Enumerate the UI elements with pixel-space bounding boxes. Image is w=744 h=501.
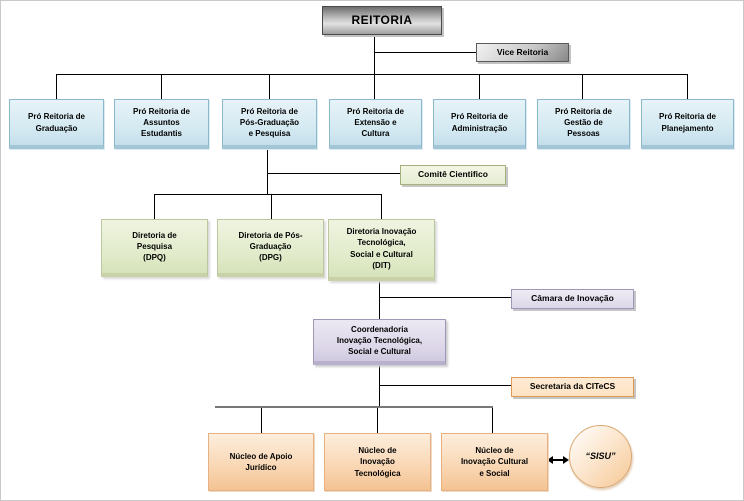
node-label: Coordenadoria Inovação Tecnológica, Soci… xyxy=(336,324,423,357)
node-label: Pró Reitoria de Administração xyxy=(451,112,508,133)
node-label: Comitê Cientifico xyxy=(418,169,488,180)
connector-pro-reitoria-bus xyxy=(56,74,688,75)
node-label: REITORIA xyxy=(351,13,413,28)
node-label: Pró Reitoria de Gestão de Pessoas xyxy=(555,106,612,139)
double-arrow-icon xyxy=(553,459,564,461)
org-node-pro-reitoria-gestao-pessoas: Pró Reitoria de Gestão de Pessoas xyxy=(537,99,630,149)
node-label: Vice Reitoria xyxy=(496,46,549,57)
connector-root-trunk xyxy=(374,34,375,74)
connector-drop xyxy=(374,74,375,99)
connector-drop xyxy=(271,194,272,219)
org-node-nucleo-inovacao-tecnologica: Núcleo de Inovação Tecnológica xyxy=(324,433,431,491)
org-node-pro-reitoria-graduacao: Pró Reitoria de Graduação xyxy=(9,99,104,149)
node-label: Núcleo de Inovação Cultural e Social xyxy=(460,446,529,478)
org-node-comite-cientifico: Comitê Cientifico xyxy=(400,165,506,185)
connector-drop xyxy=(377,408,378,433)
org-node-pro-reitoria-extensao-cultura: Pró Reitoria de Extensão e Cultura xyxy=(329,99,422,149)
org-node-pro-reitoria-pos-graduacao-pesquisa: Pró Reitoria de Pós-Graduação e Pesquisa xyxy=(222,99,317,149)
node-label: Pró Reitoria de Assuntos Estudantis xyxy=(133,106,190,139)
node-label: Diretoria de Pesquisa (DPQ) xyxy=(132,230,177,263)
org-node-diretoria-pesquisa-dpq: Diretoria de Pesquisa (DPQ) xyxy=(101,219,208,277)
connector-coordenadoria-trunk xyxy=(379,365,380,407)
org-node-pro-reitoria-assuntos-estudantis: Pró Reitoria de Assuntos Estudantis xyxy=(114,99,209,149)
connector-drop xyxy=(479,74,480,99)
node-label: Núcleo de Inovação Tecnológica xyxy=(354,446,401,478)
org-node-secretaria-citecs: Secretaria da CITeCS xyxy=(511,377,634,397)
node-label: Câmara de Inovação xyxy=(531,293,614,304)
org-node-diretoria-pos-graduacao-dpg: Diretoria de Pós- Graduação (DPG) xyxy=(217,219,324,277)
connector-drop xyxy=(492,408,493,433)
node-label: Pró Reitoria de Graduação xyxy=(28,112,85,133)
org-node-nucleo-inovacao-cultural-social: Núcleo de Inovação Cultural e Social xyxy=(441,433,548,491)
connector-vice-branch xyxy=(374,52,476,53)
connector-nucleo-bus xyxy=(215,406,493,408)
connector-drop xyxy=(261,408,262,433)
arrow-right-head-icon xyxy=(563,456,569,464)
org-node-vice-reitoria: Vice Reitoria xyxy=(476,43,569,62)
connector-drop xyxy=(56,74,57,99)
connector-comite-branch xyxy=(267,173,400,174)
node-label: Diretoria de Pós- Graduação (DPG) xyxy=(238,230,303,263)
connector-pos-graduacao-trunk xyxy=(267,149,268,194)
connector-secretaria-branch xyxy=(379,385,511,386)
node-label: Pró Reitoria de Planejamento xyxy=(659,112,716,133)
node-label: “SISU” xyxy=(585,451,616,462)
org-node-sisu: “SISU” xyxy=(569,425,632,488)
org-node-coordenadoria-citecs: Coordenadoria Inovação Tecnológica, Soci… xyxy=(313,319,446,365)
connector-drop xyxy=(687,74,688,99)
org-node-nucleo-apoio-juridico: Núcleo de Apoio Jurídico xyxy=(208,433,314,491)
org-node-reitoria: REITORIA xyxy=(322,6,442,35)
org-node-pro-reitoria-planejamento: Pró Reitoria de Planejamento xyxy=(641,99,734,149)
connector-drop xyxy=(269,74,270,99)
connector-dit-trunk xyxy=(379,281,380,319)
arrow-left-head-icon xyxy=(547,456,553,464)
connector-drop xyxy=(154,194,155,219)
node-label: Pró Reitoria de Extensão e Cultura xyxy=(347,106,404,139)
node-label: Núcleo de Apoio Jurídico xyxy=(229,451,293,472)
connector-drop xyxy=(381,194,382,219)
connector-diretoria-bus xyxy=(154,194,381,195)
node-label: Diretoria Inovação Tecnológica, Social e… xyxy=(346,227,417,270)
connector-camara-branch xyxy=(379,297,511,298)
connector-drop xyxy=(582,74,583,99)
node-label: Secretaria da CITeCS xyxy=(529,381,616,392)
connector-drop xyxy=(161,74,162,99)
org-node-diretoria-inovacao-dit: Diretoria Inovação Tecnológica, Social e… xyxy=(328,219,435,281)
node-label: Pró Reitoria de Pós-Graduação e Pesquisa xyxy=(239,106,300,139)
org-node-camara-inovacao: Câmara de Inovação xyxy=(511,289,634,309)
org-node-pro-reitoria-administracao: Pró Reitoria de Administração xyxy=(433,99,526,149)
